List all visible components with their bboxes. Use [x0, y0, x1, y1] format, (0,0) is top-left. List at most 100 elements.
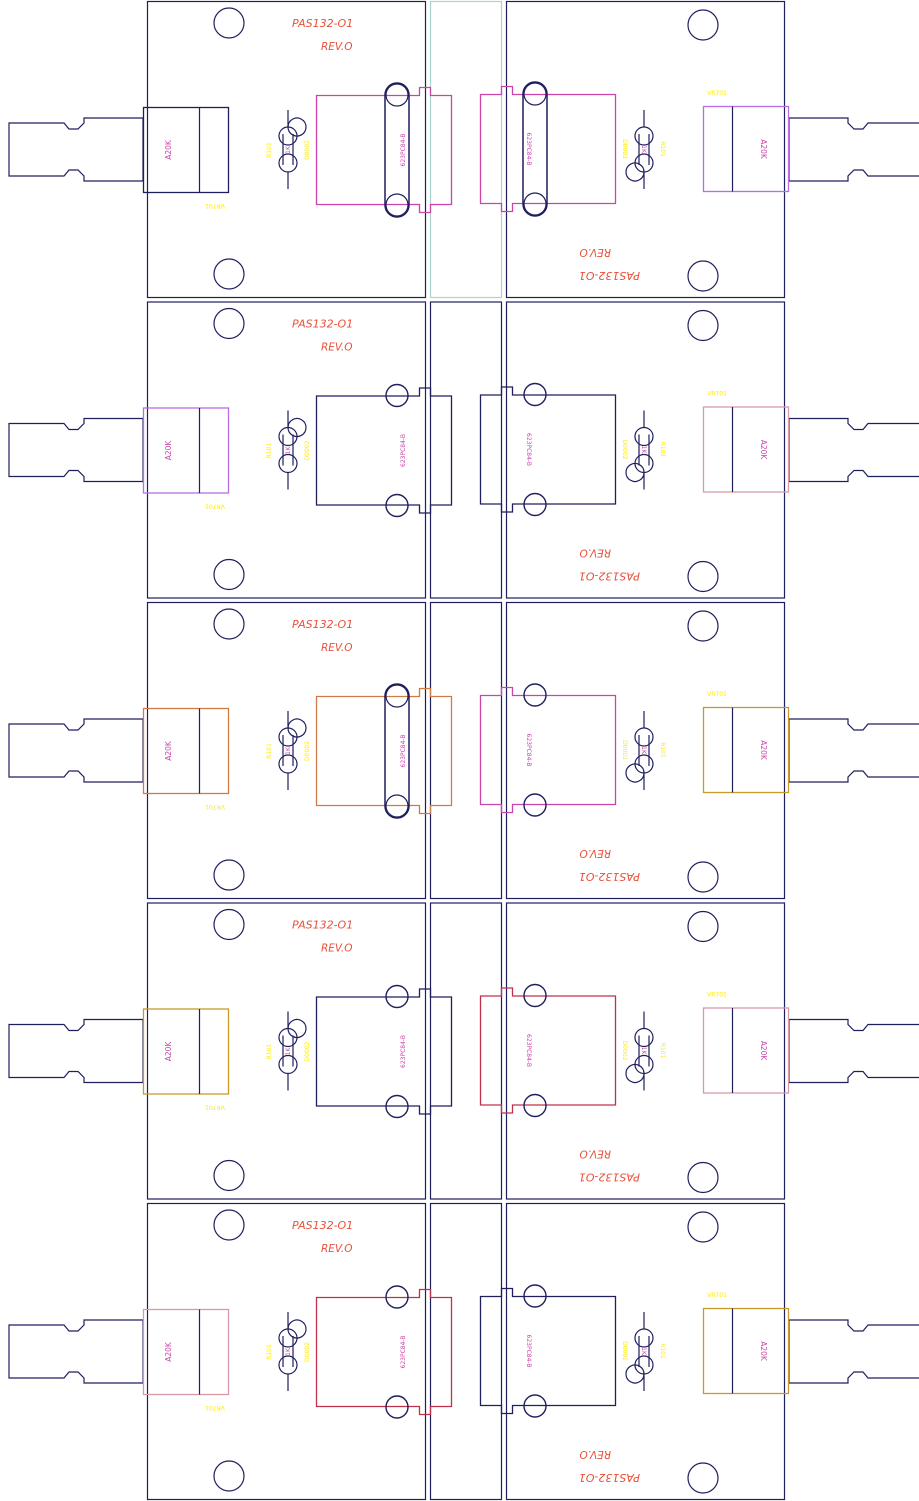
connector-hole	[385, 1094, 409, 1119]
mounting-hole	[687, 1211, 719, 1243]
cable-plug	[788, 1319, 919, 1384]
mounting-hole	[213, 558, 245, 591]
pot-value-label: A20K	[164, 1341, 173, 1362]
diode-ref-label: D0002	[621, 139, 628, 159]
resistor-pad	[278, 1027, 298, 1048]
board-title: PAS132-O1	[292, 618, 353, 631]
resistor-ref-label: R101	[266, 443, 273, 459]
potentiometer	[142, 407, 230, 494]
resistor-pad	[278, 1328, 298, 1348]
connector-footprint	[315, 687, 453, 815]
board-title: PAS132-O1	[579, 870, 640, 883]
right-board: PAS132-O1REV.OA20KVR701R1011KD0002623PC8…	[479, 1202, 919, 1501]
pot-value-label: A20K	[759, 740, 768, 761]
pot-value-label: A20K	[759, 440, 768, 461]
resistor-pad	[278, 426, 298, 447]
connector-hole	[523, 82, 547, 106]
resistor-pad	[634, 153, 654, 173]
board-outline	[505, 301, 786, 599]
mounting-hole	[687, 610, 719, 642]
connector-part-label: 623PC84-B	[400, 1336, 407, 1369]
board-outline	[146, 301, 427, 599]
pot-ref-label: VR701	[707, 391, 727, 398]
right-board: PAS132-O1REV.OA20KVR701R1011KD0002623PC8…	[479, 0, 919, 299]
resistor-pad	[278, 453, 298, 474]
resistor-body	[625, 134, 650, 182]
resistor-value-label: 1K	[640, 446, 647, 455]
board-title: PAS132-O1	[292, 919, 353, 932]
center-strip	[429, 902, 503, 1200]
connector-hole	[523, 1093, 547, 1118]
board-outline	[146, 601, 427, 900]
cable-plug	[8, 1018, 144, 1084]
pot-value-label: A20K	[759, 139, 768, 160]
board-title: PAS132-O1	[579, 269, 640, 282]
connector-hole	[523, 192, 547, 216]
board-revision: REV.O	[579, 1448, 611, 1460]
resistor-pad	[634, 126, 654, 146]
connector-footprint	[315, 387, 453, 514]
pot-value-label: A20K	[164, 440, 173, 461]
resistor-body	[625, 1336, 650, 1384]
resistor-body	[625, 735, 650, 783]
mounting-hole	[213, 307, 245, 340]
mounting-hole	[213, 608, 245, 640]
resistor-pad	[634, 426, 654, 447]
connector-hole	[385, 684, 409, 708]
cable-plug	[8, 117, 144, 182]
resistor-body	[282, 417, 307, 466]
board-outline	[146, 1202, 427, 1501]
resistor-value-label: 1K	[285, 1347, 292, 1356]
board-title: PAS132-O1	[292, 1219, 353, 1232]
connector-hole	[523, 683, 547, 707]
resistor-pad	[634, 1027, 654, 1048]
connector-hole	[523, 793, 547, 817]
board-title: PAS132-O1	[292, 17, 353, 30]
connector-hole	[523, 1284, 547, 1308]
board-revision: REV.O	[321, 1243, 353, 1255]
mounting-hole	[687, 9, 719, 41]
connector-hole	[385, 83, 409, 107]
connector-part-label: 623PC84-B	[525, 734, 532, 767]
mounting-hole	[213, 1460, 245, 1492]
connector-hole	[385, 794, 409, 818]
right-board: PAS132-O1REV.OA20KVR701R1011KD0002623PC8…	[479, 301, 919, 599]
connector-part-label: 623PC84-B	[400, 134, 407, 167]
connector-hole	[385, 1285, 409, 1309]
resistor-pad	[278, 727, 298, 747]
connector-hole	[523, 983, 547, 1008]
mounting-hole	[687, 309, 719, 342]
connector-hole	[385, 493, 409, 518]
resistor-body	[282, 718, 307, 766]
potentiometer	[702, 1307, 790, 1395]
diode-ref-label: D0002	[621, 1041, 628, 1061]
board-outline	[505, 1202, 786, 1501]
resistor-value-label: 1K	[640, 1347, 647, 1356]
cable-plug	[788, 718, 919, 783]
diode-ref-label: D0002	[304, 1342, 311, 1362]
board-revision: REV.O	[579, 847, 611, 859]
potentiometer	[702, 406, 790, 493]
board-revision: REV.O	[579, 246, 611, 258]
connector-part-label: 623PC84-B	[525, 133, 532, 166]
resistor-body	[625, 1035, 650, 1084]
diode-ref-label: D0002	[304, 440, 311, 460]
connector-footprint	[479, 386, 617, 513]
resistor-pad	[634, 727, 654, 747]
board-outline	[146, 902, 427, 1200]
potentiometer	[142, 1308, 230, 1396]
board-revision: REV.O	[321, 342, 353, 354]
pot-value-label: A20K	[164, 740, 173, 761]
mounting-hole	[687, 1462, 719, 1494]
right-board: PAS132-O1REV.OA20KVR701R1011KD0002623PC8…	[479, 902, 919, 1200]
pot-value-label: A20K	[759, 1341, 768, 1362]
mounting-hole	[213, 7, 245, 39]
cable-plug	[8, 417, 144, 483]
pot-ref-label: VR701	[205, 1404, 225, 1411]
connector-slot	[522, 81, 548, 217]
board-outline	[505, 0, 786, 299]
